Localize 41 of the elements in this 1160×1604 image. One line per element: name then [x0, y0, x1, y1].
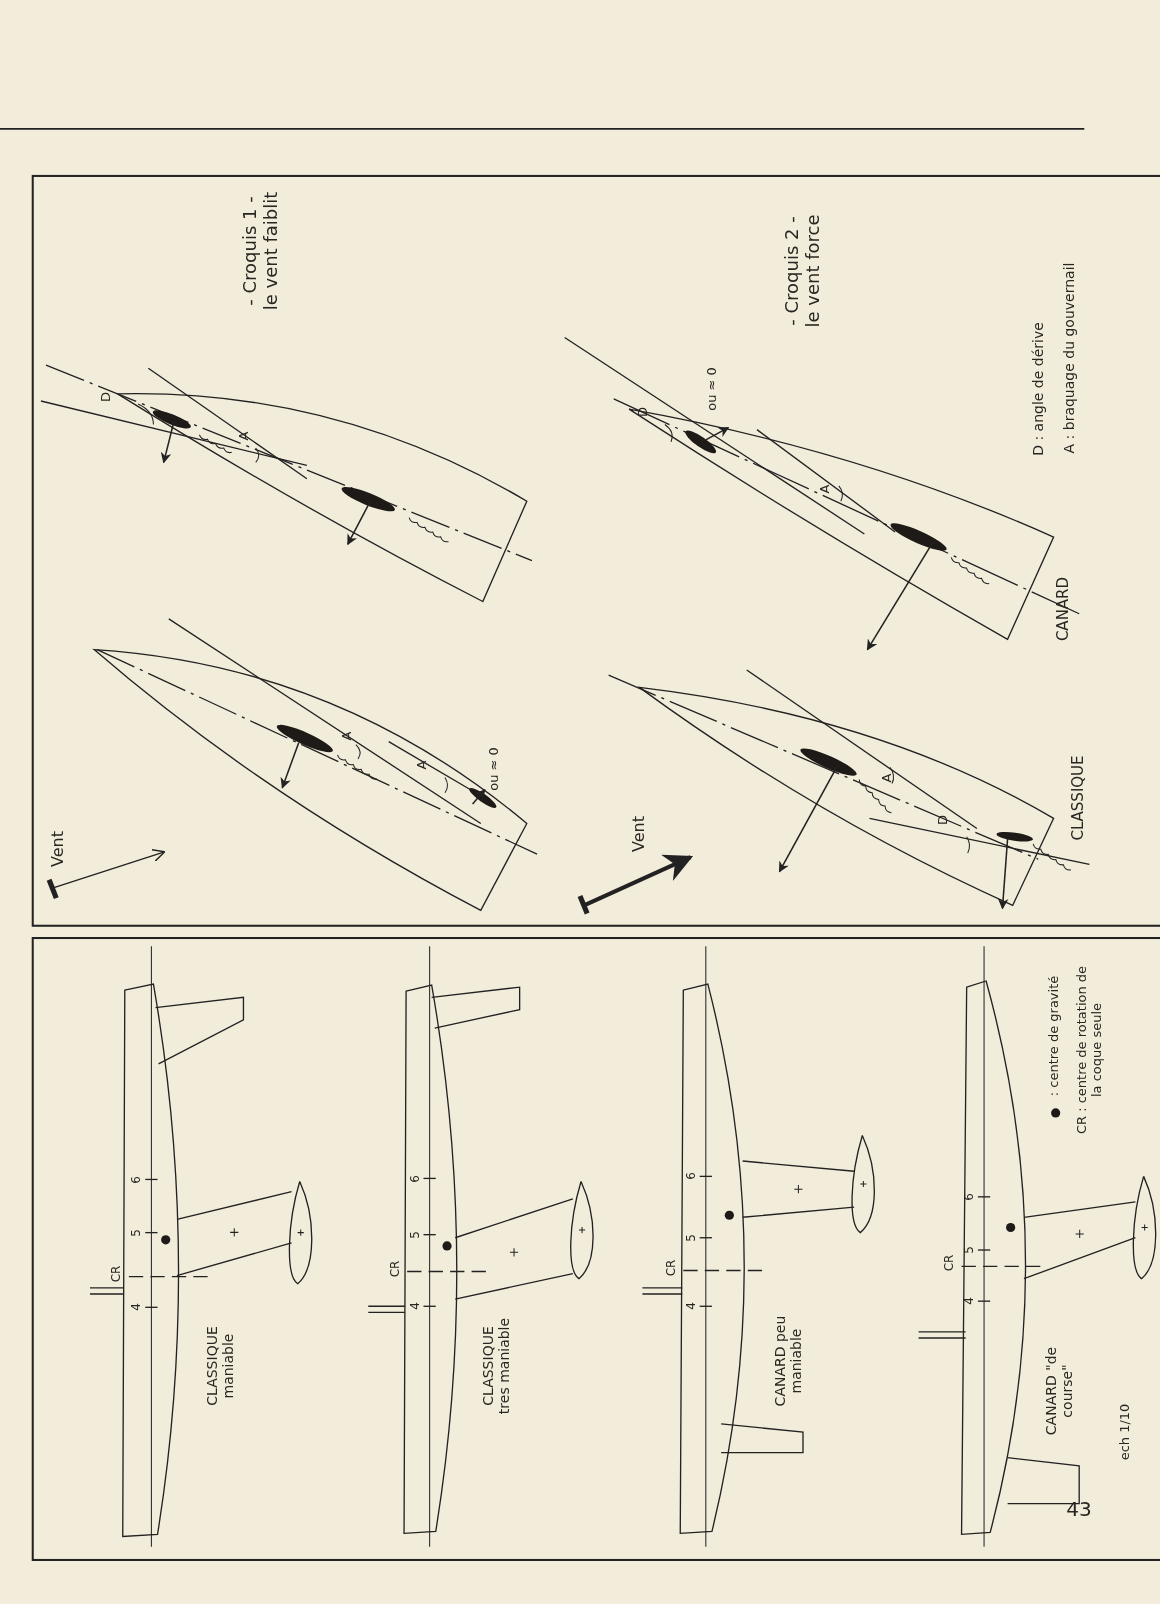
station-number: 6 [963, 1193, 977, 1201]
hull-type-label: CLASSIQUE maniable [203, 1325, 237, 1408]
wind-label: Vent [629, 816, 649, 852]
rotation-centre-label: CR [110, 1265, 124, 1283]
rotation-centre-label: CR [389, 1260, 403, 1278]
rotation-centre-label: CR [665, 1259, 679, 1277]
scale-note: ech 1/10 [1117, 1403, 1133, 1461]
station-number: 6 [130, 1176, 144, 1184]
rotation-centre-label: CR [943, 1254, 957, 1272]
angle-label: A [817, 484, 833, 494]
hull-type-label: CANARD peu maniable [771, 1314, 805, 1409]
angle-label: A [414, 760, 430, 770]
wind-label: Vent [48, 831, 68, 867]
angle-label: A [236, 431, 252, 441]
station-number: 4 [130, 1303, 144, 1311]
hull-type-label: CANARD [1055, 576, 1073, 642]
station-number: 5 [409, 1231, 423, 1239]
station-number: 5 [685, 1234, 699, 1242]
page-number: 43 [1066, 1497, 1092, 1521]
angle-label: ou ≈ 0 [704, 367, 720, 411]
key-text: : centre de gravité [1046, 975, 1062, 1097]
station-number: 6 [409, 1175, 423, 1183]
angle-label: D [935, 815, 951, 825]
key-text: A : braquage du gouvernail [1060, 262, 1078, 454]
station-number: 5 [130, 1229, 144, 1237]
key-text: CR : centre de rotation de la coque seule [1075, 964, 1105, 1137]
hull-type-label: CANARD "de course" [1042, 1345, 1076, 1438]
angle-label: A [339, 731, 355, 741]
station-number: 4 [963, 1297, 977, 1305]
angle-label: D [98, 392, 114, 402]
hull-type-label: CLASSIQUE tres maniable [479, 1316, 513, 1417]
key-text: D : angle de dérive [1029, 322, 1047, 456]
hull-type-label: CLASSIQUE [1070, 755, 1088, 841]
sketch-caption: - Croquis 2 - le vent force [782, 213, 824, 330]
sketch-caption: - Croquis 1 - le vent faiblit [240, 190, 282, 312]
angle-label: ou ≈ 0 [486, 747, 502, 791]
station-number: 5 [963, 1246, 977, 1254]
station-number: 4 [685, 1302, 699, 1310]
station-number: 4 [409, 1302, 423, 1310]
angle-label: A [879, 773, 895, 783]
station-number: 6 [685, 1172, 699, 1180]
